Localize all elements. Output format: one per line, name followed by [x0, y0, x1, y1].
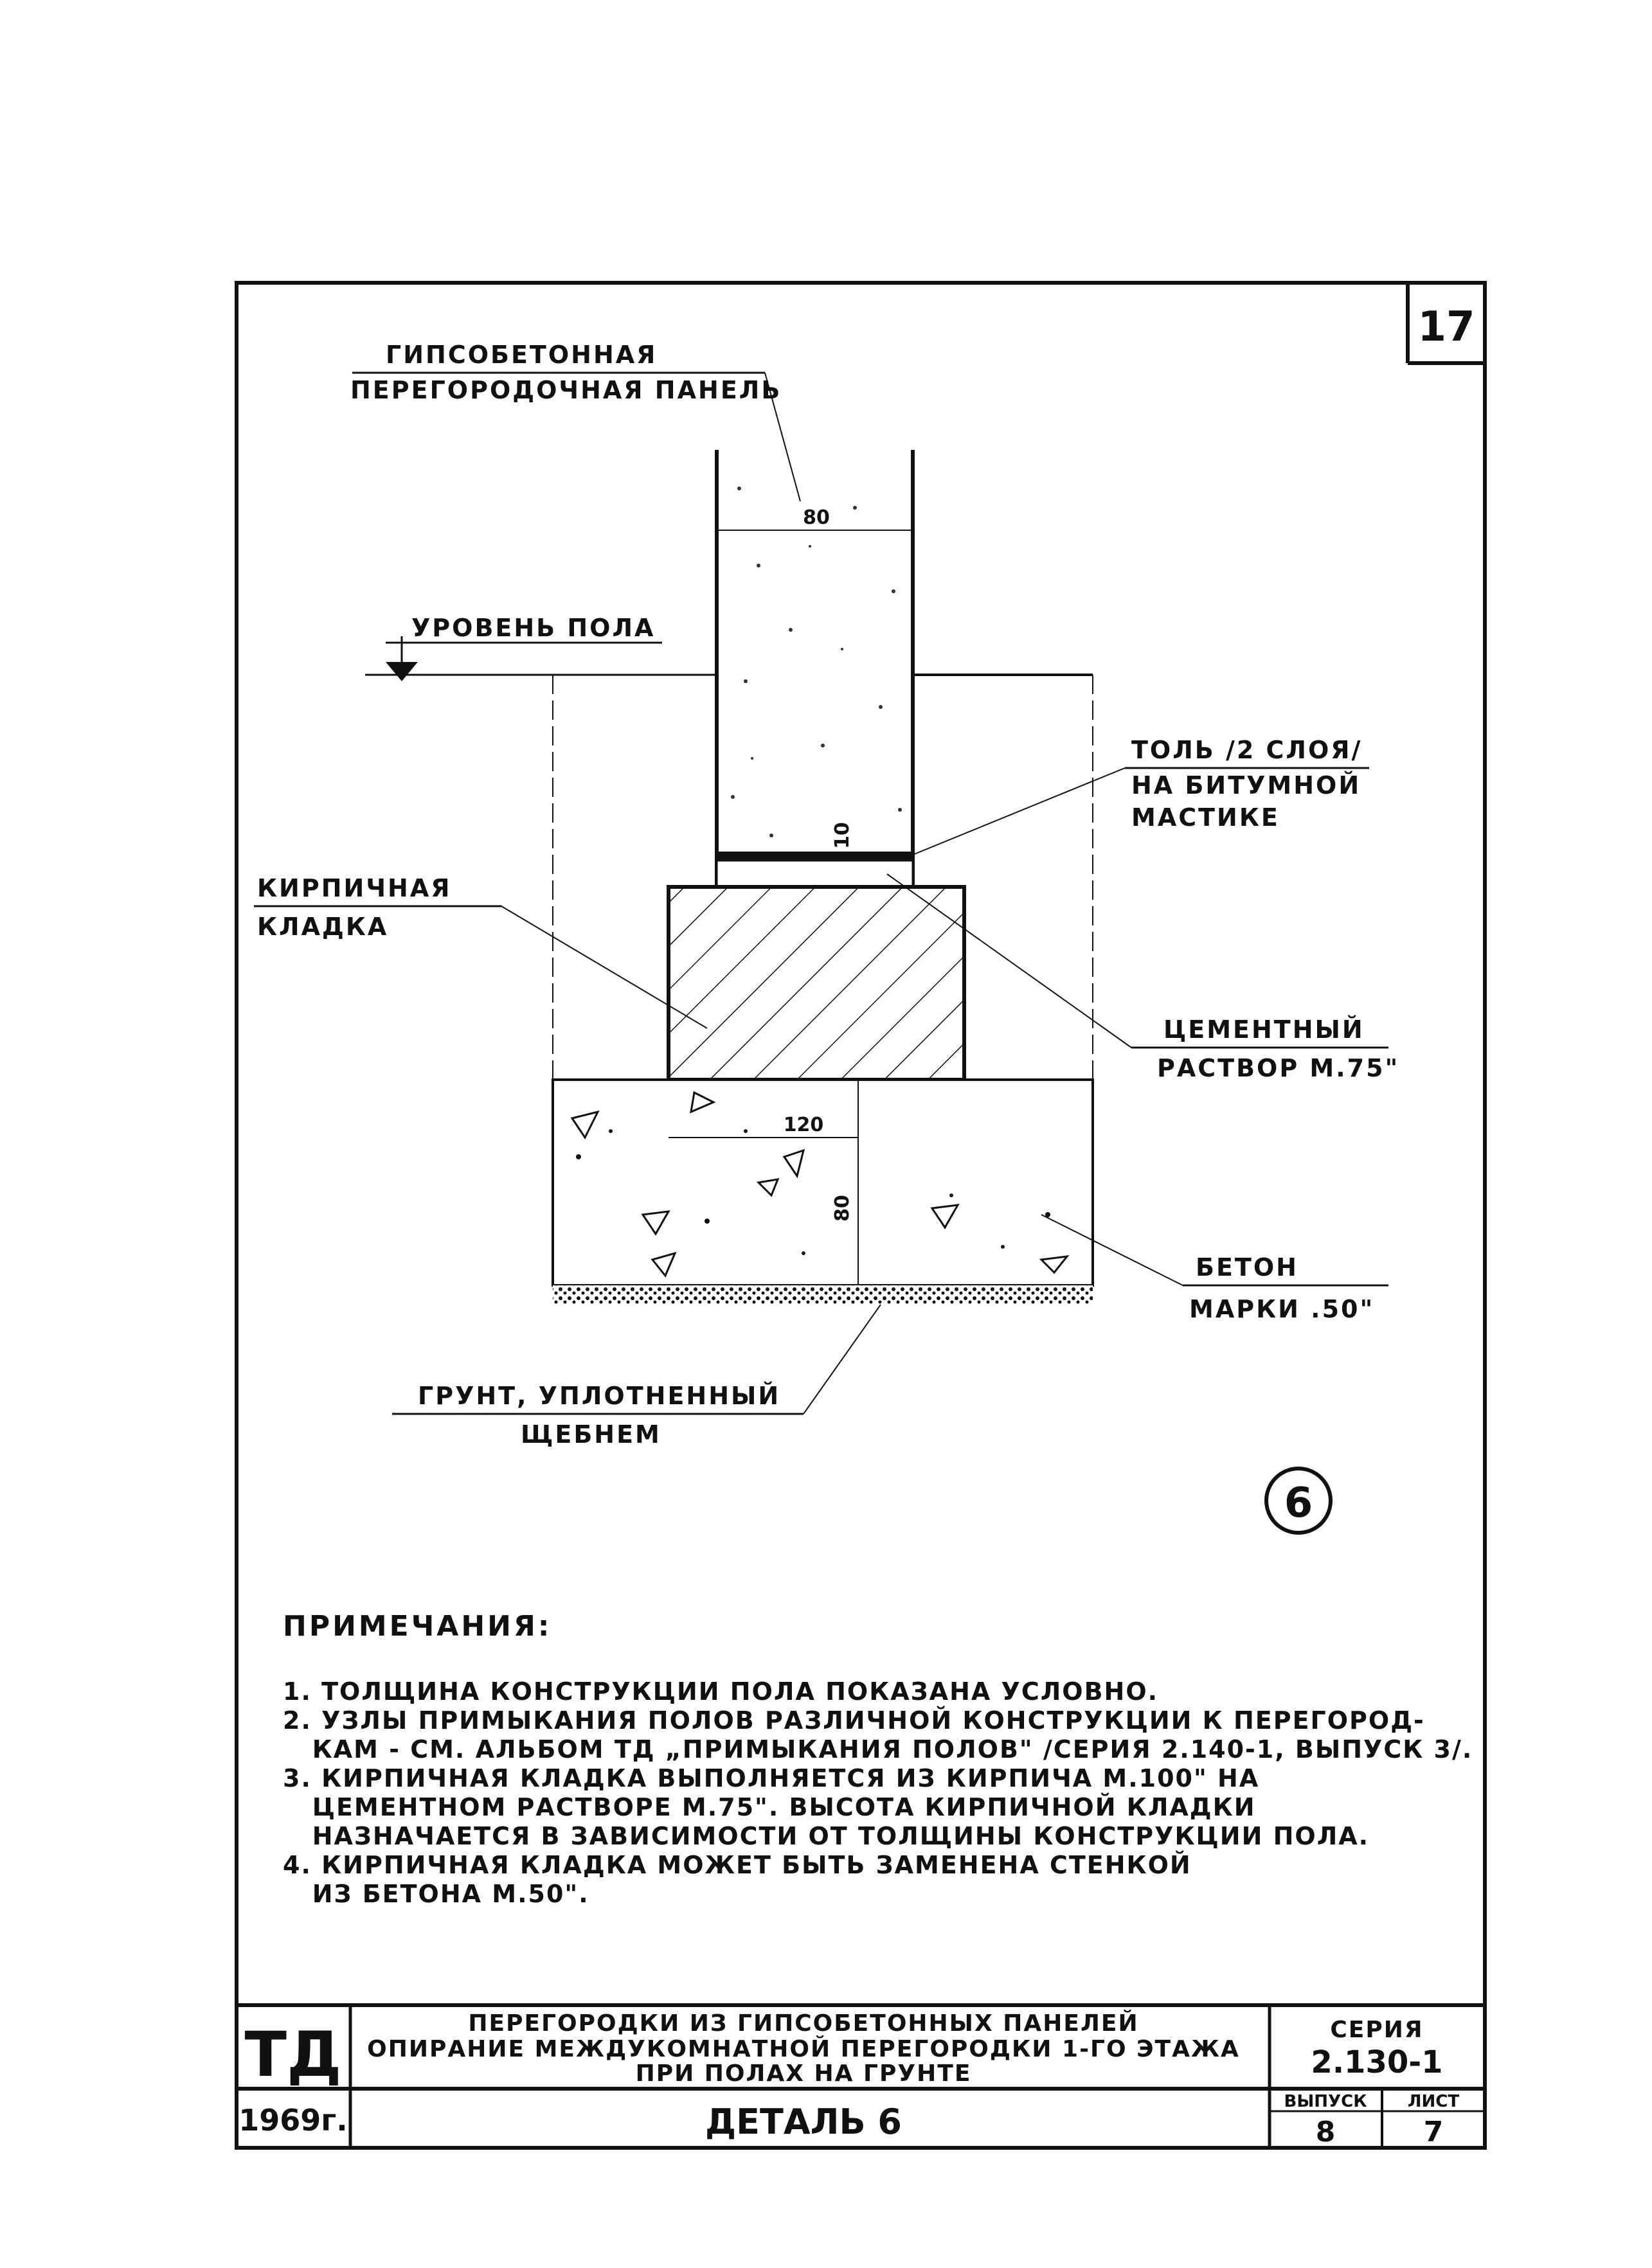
svg-text:ГРУНТ, УПЛОТНЕННЫЙ: ГРУНТ, УПЛОТНЕННЫЙ: [418, 1382, 780, 1410]
label-cement-mortar: ЦЕМЕНТНЫЙ РАСТВОР М.75": [886, 873, 1399, 1082]
svg-text:РАСТВОР М.75": РАСТВОР М.75": [1157, 1054, 1399, 1082]
sheet-label: ЛИСТ: [1408, 2092, 1459, 2111]
detail-marker: 6: [1264, 1467, 1333, 1535]
svg-text:КИРПИЧНАЯ: КИРПИЧНАЯ: [257, 874, 452, 902]
series-value: 2.130-1: [1311, 2044, 1442, 2080]
label-concrete: БЕТОН МАРКИ .50": [1041, 1214, 1388, 1323]
title-detail: ДЕТАЛЬ 6: [705, 2102, 902, 2142]
svg-text:МАРКИ .50": МАРКИ .50": [1189, 1295, 1374, 1323]
dim-panel-width: 80: [803, 506, 830, 529]
note-line: НАЗНАЧАЕТСЯ В ЗАВИСИМОСТИ ОТ ТОЛЩИНЫ КОН…: [283, 1822, 1369, 1850]
roofing-felt-layer: [717, 852, 913, 861]
svg-text:МАСТИКЕ: МАСТИКЕ: [1131, 803, 1280, 832]
sheet-value: 7: [1424, 2116, 1444, 2148]
detail-marker-number: 6: [1284, 1479, 1313, 1527]
note-line: 1. ТОЛЩИНА КОНСТРУКЦИИ ПОЛА ПОКАЗАНА УСЛ…: [283, 1677, 1158, 1706]
title-block: [237, 2003, 1485, 2148]
svg-text:НА БИТУМНОЙ: НА БИТУМНОЙ: [1131, 771, 1361, 799]
label-brick-masonry: КИРПИЧНАЯ КЛАДКА: [254, 874, 708, 1029]
dim-brick-width: 120: [784, 1114, 824, 1136]
note-line: 2. УЗЛЫ ПРИМЫКАНИЯ ПОЛОВ РАЗЛИЧНОЙ КОНСТ…: [283, 1706, 1425, 1735]
label-ground: ГРУНТ, УПЛОТНЕННЫЙ ЩЕБНЕМ: [392, 1304, 881, 1449]
dim-mortar-thickness: 10: [831, 822, 854, 849]
brick-masonry: [667, 885, 966, 1082]
label-gypsum-panel: ГИПСОБЕТОННАЯ ПЕРЕГОРОДОЧНАЯ ПАНЕЛЬ: [350, 341, 801, 502]
note-line: 3. КИРПИЧНАЯ КЛАДКА ВЫПОЛНЯЕТСЯ ИЗ КИРПИ…: [283, 1764, 1259, 1792]
issue-label: ВЫПУСК: [1284, 2092, 1367, 2111]
title-block-logo: ТД: [245, 2019, 342, 2091]
dim-concrete-thickness: 80: [831, 1195, 854, 1222]
notes: ПРИМЕЧАНИЯ: 1. ТОЛЩИНА КОНСТРУКЦИИ ПОЛА …: [283, 1610, 1473, 1908]
sheet-frame: [235, 281, 1487, 2150]
gypsum-panel: 80: [715, 450, 915, 887]
note-line: ИЗ БЕТОНА М.50".: [283, 1880, 589, 1908]
svg-text:ЩЕБНЕМ: ЩЕБНЕМ: [521, 1420, 661, 1449]
issue-value: 8: [1316, 2116, 1336, 2148]
sheet-number-box: 17: [1406, 283, 1485, 365]
title-line-2: ОПИРАНИЕ МЕЖДУКОМНАТНОЙ ПЕРЕГОРОДКИ 1-ГО…: [367, 2035, 1240, 2062]
svg-text:ЦЕМЕНТНЫЙ: ЦЕМЕНТНЫЙ: [1163, 1015, 1365, 1044]
title-line-3: ПРИ ПОЛАХ НА ГРУНТЕ: [636, 2060, 972, 2087]
sheet-number: 17: [1417, 303, 1475, 351]
floor-level-label: УРОВЕНЬ ПОЛА: [411, 614, 655, 642]
svg-text:КЛАДКА: КЛАДКА: [257, 913, 388, 941]
floor-level-mark: УРОВЕНЬ ПОЛА: [365, 614, 1093, 1080]
concrete-aggregate: [570, 1091, 1070, 1278]
svg-text:БЕТОН: БЕТОН: [1196, 1253, 1298, 1281]
label-roofing-felt: ТОЛЬ /2 СЛОЯ/ НА БИТУМНОЙ МАСТИКЕ: [912, 736, 1369, 855]
series-label: СЕРИЯ: [1330, 2017, 1423, 2043]
svg-text:ПЕРЕГОРОДОЧНАЯ ПАНЕЛЬ: ПЕРЕГОРОДОЧНАЯ ПАНЕЛЬ: [350, 376, 782, 404]
compacted-ground: [553, 1285, 1093, 1305]
cement-mortar-layer: [715, 859, 914, 888]
note-line: КАМ - СМ. АЛЬБОМ ТД „ПРИМЫКАНИЯ ПОЛОВ" /…: [283, 1735, 1473, 1764]
svg-text:ГИПСОБЕТОННАЯ: ГИПСОБЕТОННАЯ: [386, 341, 657, 369]
notes-title: ПРИМЕЧАНИЯ:: [283, 1610, 552, 1643]
note-line: ЦЕМЕНТНОМ РАСТВОРЕ М.75". ВЫСОТА КИРПИЧН…: [283, 1793, 1256, 1821]
note-line: 4. КИРПИЧНАЯ КЛАДКА МОЖЕТ БЫТЬ ЗАМЕНЕНА …: [283, 1851, 1192, 1879]
concrete-layer: [552, 1078, 1094, 1287]
title-line-1: ПЕРЕГОРОДКИ ИЗ ГИПСОБЕТОННЫХ ПАНЕЛЕЙ: [468, 2010, 1138, 2037]
svg-text:ТОЛЬ /2 СЛОЯ/: ТОЛЬ /2 СЛОЯ/: [1131, 736, 1362, 764]
title-block-year: 1969г.: [238, 2103, 348, 2138]
